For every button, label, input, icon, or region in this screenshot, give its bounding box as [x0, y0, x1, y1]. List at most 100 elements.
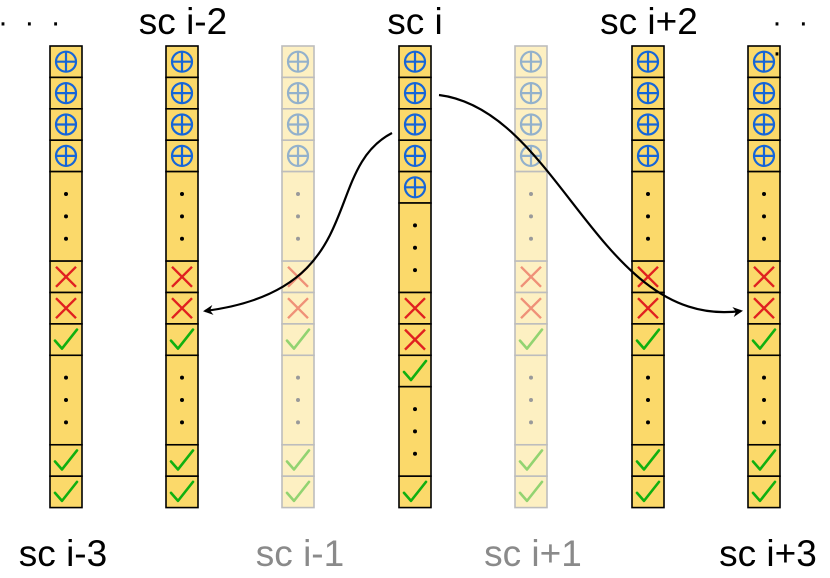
subcarrier-cell — [281, 475, 315, 509]
subcarrier-cell — [514, 475, 548, 509]
check-icon — [635, 480, 661, 503]
cross-icon — [404, 297, 426, 320]
top-label-sc-i: sc i — [387, 1, 443, 42]
bottom-label-sc-i-plus-1: sc i+1 — [484, 533, 582, 574]
check-icon — [169, 328, 195, 350]
circle-plus-icon — [752, 81, 776, 105]
check-icon — [402, 480, 428, 503]
ellipsis-right: · · · — [772, 6, 813, 69]
circle-plus-icon — [54, 81, 78, 105]
vertical-ellipsis-icon — [646, 191, 650, 241]
cross-icon — [520, 265, 542, 288]
subcarrier-cell — [514, 108, 548, 142]
subcarrier-cell — [514, 354, 548, 446]
circle-plus-icon — [286, 50, 310, 73]
circle-plus-icon — [752, 144, 776, 167]
circle-plus-icon — [170, 144, 194, 167]
circle-plus-icon — [54, 113, 78, 136]
cross-icon — [55, 297, 77, 320]
subcarrier-column — [165, 45, 199, 509]
circle-plus-icon — [752, 50, 776, 73]
subcarrier-cell — [281, 323, 315, 357]
circle-plus-icon — [403, 81, 427, 105]
circle-plus-icon — [636, 113, 660, 136]
check-icon — [635, 449, 661, 471]
circle-plus-icon — [54, 144, 78, 167]
circle-plus-icon — [636, 50, 660, 73]
arrow-to-sc-i-plus-3 — [438, 93, 743, 318]
circle-plus-icon — [519, 144, 543, 167]
subcarrier-cell — [49, 260, 83, 294]
subcarrier-cell — [281, 291, 315, 325]
subcarrier-column — [398, 45, 432, 509]
check-icon — [53, 480, 79, 503]
cross-icon — [637, 297, 659, 320]
vertical-ellipsis-icon — [64, 191, 68, 241]
cross-icon — [753, 297, 775, 320]
top-label-sc-i-minus-2: sc i-2 — [138, 1, 228, 42]
subcarrier-cell — [514, 45, 548, 79]
circle-plus-icon — [403, 113, 427, 136]
check-icon — [518, 328, 544, 350]
circle-plus-icon — [519, 113, 543, 136]
subcarrier-cell — [514, 443, 548, 477]
subcarrier-column — [747, 45, 781, 509]
arrow-to-sc-i-minus-2 — [203, 132, 393, 315]
vertical-ellipsis-icon — [413, 223, 417, 273]
vertical-ellipsis-icon — [64, 375, 68, 425]
circle-plus-icon — [286, 144, 310, 167]
circle-plus-icon — [519, 81, 543, 105]
check-icon — [402, 359, 428, 382]
vertical-ellipsis-icon — [180, 375, 184, 425]
check-icon — [285, 328, 311, 350]
cross-icon — [171, 265, 193, 288]
check-icon — [518, 449, 544, 471]
check-icon — [751, 480, 777, 503]
bottom-label-sc-i-minus-1: sc i-1 — [255, 533, 345, 574]
cross-icon — [55, 265, 77, 288]
bottom-label-sc-i-plus-3: sc i+3 — [719, 533, 817, 574]
circle-plus-icon — [403, 50, 427, 73]
cross-icon — [171, 297, 193, 320]
check-icon — [751, 328, 777, 350]
circle-plus-icon — [170, 81, 194, 105]
vertical-ellipsis-icon — [296, 375, 300, 425]
check-icon — [518, 480, 544, 503]
subcarrier-column — [514, 45, 548, 509]
vertical-ellipsis-icon — [646, 375, 650, 425]
check-icon — [53, 328, 79, 350]
bottom-label-sc-i-minus-3: sc i-3 — [18, 533, 108, 574]
cross-icon — [287, 297, 309, 320]
check-icon — [751, 449, 777, 471]
circle-plus-icon — [752, 113, 776, 136]
check-icon — [169, 449, 195, 471]
cross-icon — [637, 265, 659, 288]
check-icon — [53, 449, 79, 471]
ellipsis-left: · · · — [0, 6, 65, 39]
circle-plus-icon — [636, 81, 660, 105]
subcarrier-cell — [747, 260, 781, 294]
cross-icon — [404, 328, 426, 351]
circle-plus-icon — [170, 50, 194, 73]
circle-plus-icon — [286, 113, 310, 136]
circle-plus-icon — [519, 50, 543, 73]
vertical-ellipsis-icon — [180, 191, 184, 241]
vertical-ellipsis-icon — [762, 375, 766, 425]
check-icon — [169, 480, 195, 503]
circle-plus-icon — [170, 113, 194, 136]
cross-icon — [520, 297, 542, 320]
vertical-ellipsis-icon — [413, 407, 417, 456]
circle-plus-icon — [636, 144, 660, 167]
check-icon — [285, 449, 311, 471]
circle-plus-icon — [403, 176, 427, 199]
top-label-sc-i-plus-2: sc i+2 — [600, 1, 698, 42]
circle-plus-icon — [286, 81, 310, 105]
vertical-ellipsis-icon — [296, 191, 300, 241]
subcarrier-column — [631, 45, 665, 509]
circle-plus-icon — [54, 50, 78, 73]
vertical-ellipsis-icon — [762, 191, 766, 241]
vertical-ellipsis-icon — [529, 191, 533, 241]
subcarrier-cell — [514, 323, 548, 357]
